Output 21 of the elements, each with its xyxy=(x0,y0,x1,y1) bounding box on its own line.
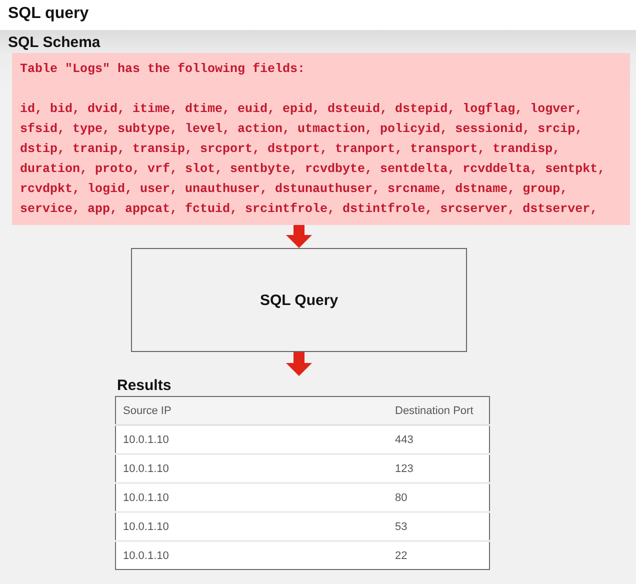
arrow xyxy=(286,225,312,248)
ip-address: 10.0.1.10 xyxy=(116,512,388,541)
port-number: 123 xyxy=(388,454,490,483)
title: SQL query xyxy=(8,4,89,24)
ip-address: 10.0.1.10 xyxy=(116,541,388,570)
column-header: Destination Port xyxy=(388,396,490,425)
port-number: 22 xyxy=(388,541,490,570)
port-number: 53 xyxy=(388,512,490,541)
field-list: id, bid, dvid, itime, dtime, euid, epid, dsteuid, dstepid, logflag, logver, sfsid, type, subtype, level, action, utmaction, policyid, sessionid, srcip, dstip, tranip, transip, srcport, dstport, tranport, transport, trandisp, duration, proto, vrf, slot, sentbyte, rcvdbyte, sentdelta, rcvddelta, sentpkt, rcvdpkt, logid, user, unauthuser, dstunauthuser, srcname, dstname, group, service, app, appcat, fctuid, srcintfrole, dstintfrole, srcserver, dstserver, xyxy=(20,99,620,219)
ip-address: 10.0.1.10 xyxy=(116,483,388,512)
ip-address: 10.0.1.10 xyxy=(116,454,388,483)
schema-intro: Table "Logs" has the following fields: xyxy=(20,61,306,78)
column-header: Source IP xyxy=(116,396,388,425)
section-heading: SQL Schema xyxy=(8,33,100,52)
arrow xyxy=(286,352,312,376)
port-number: 80 xyxy=(388,483,490,512)
section-heading: Results xyxy=(117,376,172,395)
node-label: SQL Query xyxy=(260,290,338,310)
ip-address: 10.0.1.10 xyxy=(116,425,388,454)
process-box xyxy=(131,248,467,352)
port-number: 443 xyxy=(388,425,490,454)
